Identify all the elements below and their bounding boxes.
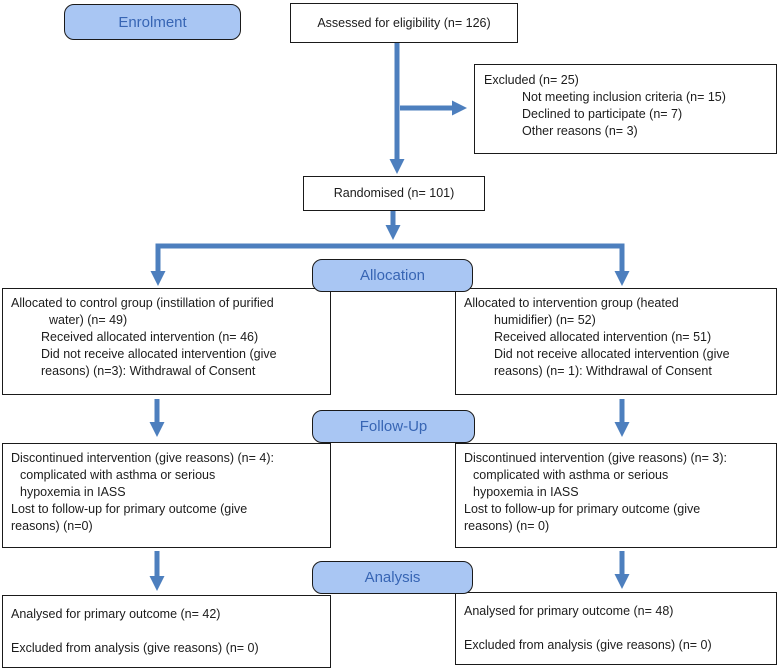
text-line: Excluded from analysis (give reasons) (n… [464, 638, 712, 652]
arrow-split-to-allocation-groups [150, 243, 630, 286]
text-line: Discontinued intervention (give reasons)… [464, 451, 727, 465]
text-line: Analysed for primary outcome (n= 48) [464, 604, 674, 618]
text-line: Received allocated intervention (n= 46) [41, 330, 259, 344]
allocated-control-group-box: Allocated to control group (instillation… [2, 288, 331, 395]
text-line: Discontinued intervention (give reasons)… [11, 451, 274, 465]
stage-label-followup: Follow-Up [312, 410, 475, 443]
text-line: complicated with asthma or serious [473, 468, 669, 482]
text-line: reasons) (n= 1): Withdrawal of Consent [494, 364, 712, 378]
assessed-text: Assessed for eligibility (n= 126) [317, 15, 491, 30]
stage-label-enrolment: Enrolment [64, 4, 241, 40]
analysis-intervention-box: Analysed for primary outcome (n= 48) Exc… [455, 592, 777, 665]
assessed-eligibility-box: Assessed for eligibility (n= 126) [290, 3, 518, 43]
text-line: hypoxemia in IASS [20, 485, 126, 499]
excluded-item: Not meeting inclusion criteria (n= 15) [522, 90, 726, 104]
followup-control-box: Discontinued intervention (give reasons)… [2, 443, 331, 548]
stage-label-allocation: Allocation [312, 259, 473, 292]
text-line: Did not receive allocated intervention (… [494, 347, 730, 361]
text-line: hypoxemia in IASS [473, 485, 579, 499]
text-line: water) (n= 49) [49, 313, 128, 327]
text-line: reasons) (n= 0) [464, 519, 550, 533]
text-line: Allocated to intervention group (heated [464, 296, 679, 310]
text-line: Received allocated intervention (n= 51) [494, 330, 712, 344]
text-line: Did not receive allocated intervention (… [41, 347, 277, 361]
text-line: humidifier) (n= 52) [494, 313, 596, 327]
stage-label-analysis: Analysis [312, 561, 473, 594]
text-line: Allocated to control group (instillation… [11, 296, 274, 310]
text-line: Analysed for primary outcome (n= 42) [11, 607, 221, 621]
excluded-item: Other reasons (n= 3) [522, 124, 638, 138]
text-line: complicated with asthma or serious [20, 468, 216, 482]
excluded-title: Excluded (n= 25) [484, 73, 579, 87]
excluded-box: Excluded (n= 25) Not meeting inclusion c… [474, 64, 777, 154]
text-line: reasons) (n=0) [11, 519, 93, 533]
followup-intervention-box: Discontinued intervention (give reasons)… [455, 443, 777, 548]
randomised-text: Randomised (n= 101) [333, 186, 455, 200]
allocated-intervention-group-box: Allocated to intervention group (heated … [455, 288, 777, 395]
text-line: reasons) (n=3): Withdrawal of Consent [41, 364, 256, 378]
randomised-box: Randomised (n= 101) [303, 176, 485, 211]
excluded-item: Declined to participate (n= 7) [522, 107, 683, 121]
text-line: Excluded from analysis (give reasons) (n… [11, 641, 259, 655]
analysis-control-box: Analysed for primary outcome (n= 42) Exc… [2, 595, 331, 668]
text-line: Lost to follow-up for primary outcome (g… [464, 502, 701, 516]
text-line: Lost to follow-up for primary outcome (g… [11, 502, 248, 516]
